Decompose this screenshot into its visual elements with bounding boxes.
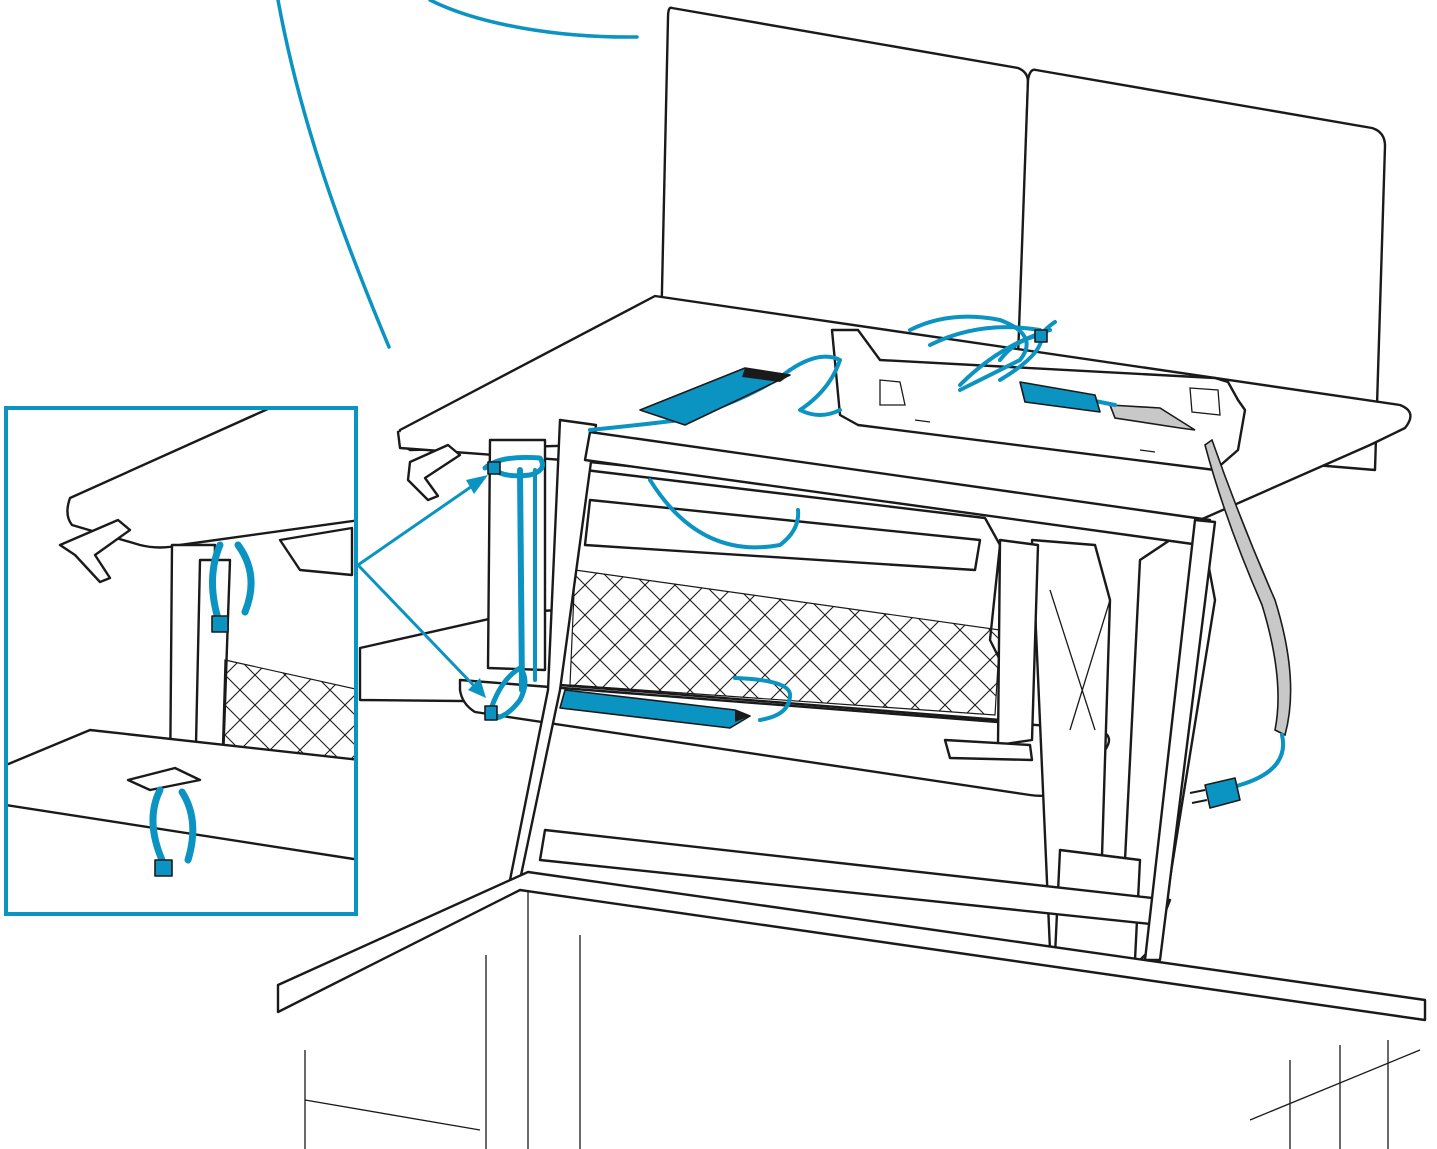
keyboard-tray [486, 438, 1040, 762]
callout-arc [276, 0, 391, 349]
power-strip-lower [559, 689, 751, 729]
power-cable-sleeve [1204, 438, 1292, 737]
power-strip-upper [639, 367, 791, 426]
lift-frame [1030, 518, 1217, 962]
front-frame [508, 418, 1217, 962]
base-desk [276, 870, 1427, 1149]
callout-arc-top [428, 0, 639, 39]
power-cable [1223, 733, 1286, 792]
cable-tie-icon [482, 320, 1057, 721]
power-plug-icon [1189, 777, 1241, 809]
detail-inset [4, 406, 358, 916]
callout-arrow-icon [356, 475, 488, 698]
gray-cable-tray-segment [1108, 404, 1196, 431]
power-adapter-tray [1019, 381, 1101, 413]
